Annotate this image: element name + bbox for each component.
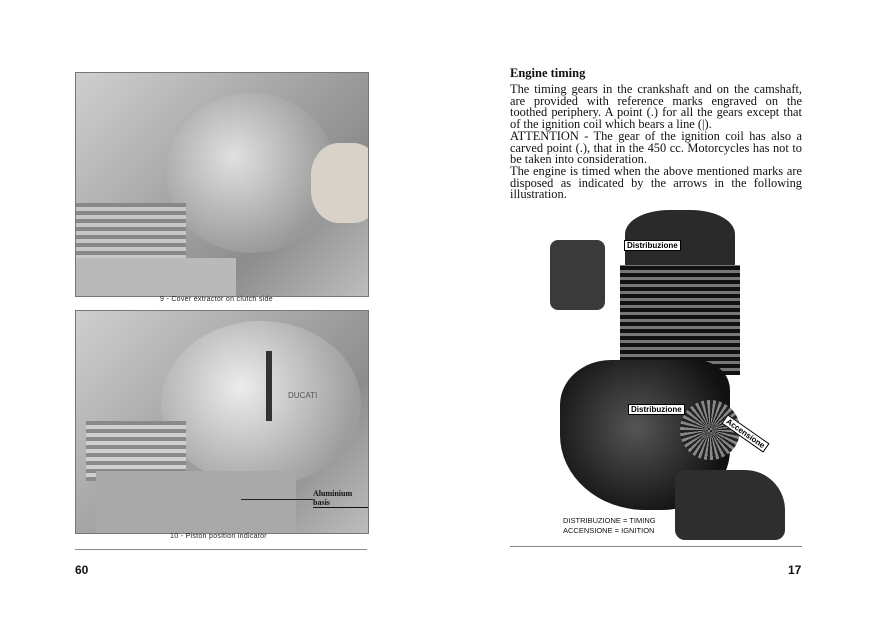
paragraph: ATTENTION - The gear of the ignition coi… xyxy=(510,128,802,167)
label-distribuzione-top: Distribuzione xyxy=(624,240,681,251)
carburetor xyxy=(550,240,605,310)
photo-piston-indicator: DUCATI Aluminium basis xyxy=(75,310,369,534)
legend-line: ACCENSIONE = IGNITION xyxy=(563,526,655,535)
legend-line: DISTRIBUZIONE = TIMING xyxy=(563,516,656,525)
body-text: The timing gears in the crankshaft and o… xyxy=(510,82,802,202)
cylinder-fins xyxy=(76,203,186,263)
figure-10-caption: 10 - Piston position indicator xyxy=(170,533,267,540)
illustration-legend: DISTRIBUZIONE = TIMING ACCENSIONE = IGNI… xyxy=(563,516,656,536)
engine-cover xyxy=(166,93,336,253)
stand-block xyxy=(76,258,236,296)
paragraph: The timing gears in the crankshaft and o… xyxy=(510,82,802,132)
engine-cover xyxy=(161,321,361,486)
page-number-right: 17 xyxy=(788,563,802,577)
hand xyxy=(311,143,368,223)
annotation-arrow xyxy=(241,499,313,500)
piston-indicator-tool xyxy=(266,351,272,421)
cylinder-fins xyxy=(620,265,740,375)
timing-cover xyxy=(675,470,785,540)
photo-cover-extractor xyxy=(75,72,369,297)
ducati-logo: DUCATI xyxy=(288,391,318,400)
engine-illustration: Distribuzione Distribuzione Accensione D… xyxy=(540,200,790,540)
page-number-left: 60 xyxy=(75,563,89,577)
aluminium-base xyxy=(96,471,296,533)
label-distribuzione-middle: Distribuzione xyxy=(628,404,685,415)
section-title: Engine timing xyxy=(510,66,586,80)
figure-9-caption: 9 - Cover extractor on clutch side xyxy=(160,296,273,303)
paragraph: The engine is timed when the above menti… xyxy=(510,163,802,202)
footer-rule-left xyxy=(75,549,367,550)
footer-rule-right xyxy=(510,546,802,547)
aluminium-basis-label: Aluminium basis xyxy=(313,489,368,508)
